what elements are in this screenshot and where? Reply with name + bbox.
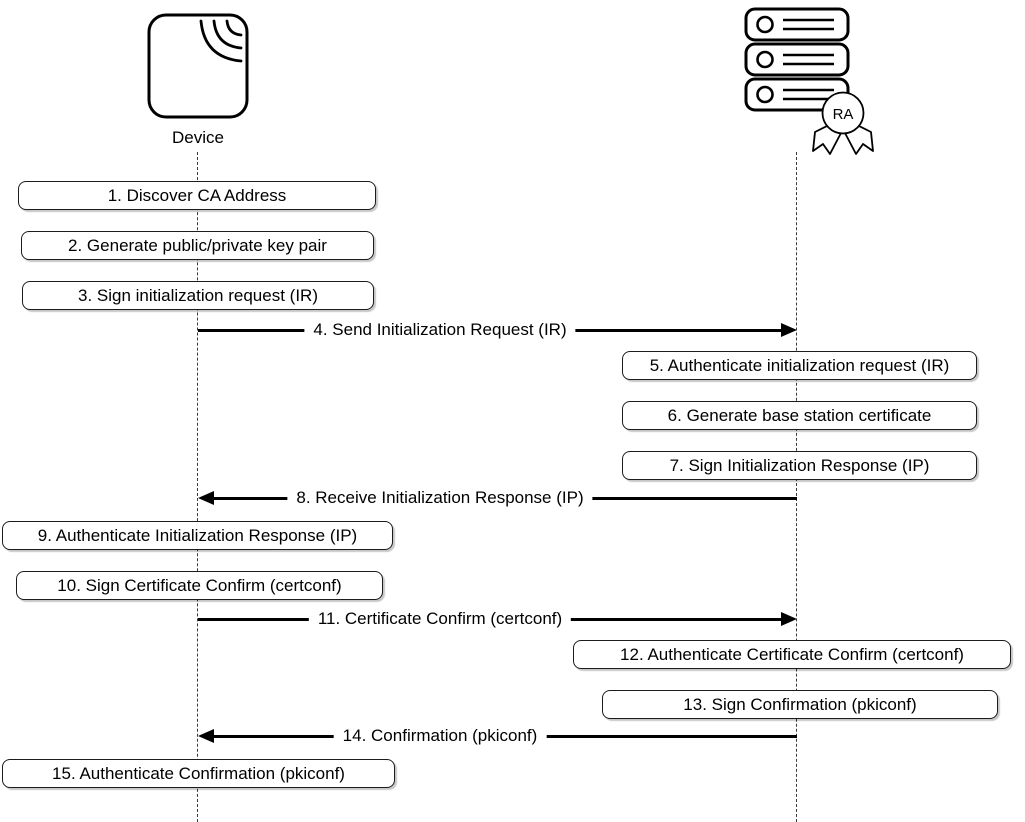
ra-lifeline (796, 152, 797, 822)
step-3-action-box: 3. Sign initialization request (IR) (22, 281, 374, 310)
step-6-label: 6. Generate base station certificate (667, 405, 932, 425)
step-2-label: 2. Generate public/private key pair (68, 235, 327, 255)
step-7-label: 7. Sign Initialization Response (IP) (669, 455, 930, 475)
step-3-label: 3. Sign initialization request (IR) (77, 285, 318, 305)
step-13-label: 13. Sign Confirmation (pkiconf) (683, 694, 917, 714)
step-1-label: 1. Discover CA Address (107, 185, 287, 205)
step-8-message-arrow: 8. Receive Initialization Response (IP) (198, 487, 797, 509)
step-10-label: 10. Sign Certificate Confirm (certconf) (57, 575, 342, 595)
step-2-action-box: 2. Generate public/private key pair (21, 231, 374, 260)
step-8-label: 8. Receive Initialization Response (IP) (287, 488, 593, 508)
step-15-action-box: 15. Authenticate Confirmation (pkiconf) (2, 759, 395, 788)
step-7-action-box: 7. Sign Initialization Response (IP) (622, 451, 977, 480)
ra-certificate-badge-icon: RA (812, 91, 874, 155)
step-5-action-box: 5. Authenticate initialization request (… (622, 351, 977, 380)
device-actor-label: Device (172, 128, 224, 147)
wireless-device-icon (147, 13, 249, 119)
step-4-message-arrow: 4. Send Initialization Request (IR) (198, 319, 797, 341)
device-lifeline (197, 152, 198, 822)
server-stack-icon: RA (744, 7, 874, 157)
step-12-label: 12. Authenticate Certificate Confirm (ce… (620, 644, 964, 664)
step-13-action-box: 13. Sign Confirmation (pkiconf) (602, 690, 998, 719)
arrowhead-right-icon (781, 612, 797, 626)
ra-badge-label: RA (833, 106, 854, 123)
step-15-label: 15. Authenticate Confirmation (pkiconf) (52, 763, 345, 783)
arrowhead-left-icon (198, 491, 214, 505)
step-14-label: 14. Confirmation (pkiconf) (333, 726, 547, 746)
step-4-label: 4. Send Initialization Request (IR) (304, 320, 576, 340)
step-6-action-box: 6. Generate base station certificate (622, 401, 977, 430)
step-9-label: 9. Authenticate Initialization Response … (37, 525, 358, 545)
step-1-action-box: 1. Discover CA Address (18, 181, 376, 210)
arrowhead-right-icon (781, 323, 797, 337)
step-11-label: 11. Certificate Confirm (certconf) (308, 609, 572, 629)
step-9-action-box: 9. Authenticate Initialization Response … (2, 521, 393, 550)
step-11-message-arrow: 11. Certificate Confirm (certconf) (198, 608, 797, 630)
step-5-label: 5. Authenticate initialization request (… (649, 355, 950, 375)
step-12-action-box: 12. Authenticate Certificate Confirm (ce… (573, 640, 1011, 669)
step-10-action-box: 10. Sign Certificate Confirm (certconf) (16, 571, 383, 600)
step-14-message-arrow: 14. Confirmation (pkiconf) (198, 725, 797, 747)
arrowhead-left-icon (198, 729, 214, 743)
